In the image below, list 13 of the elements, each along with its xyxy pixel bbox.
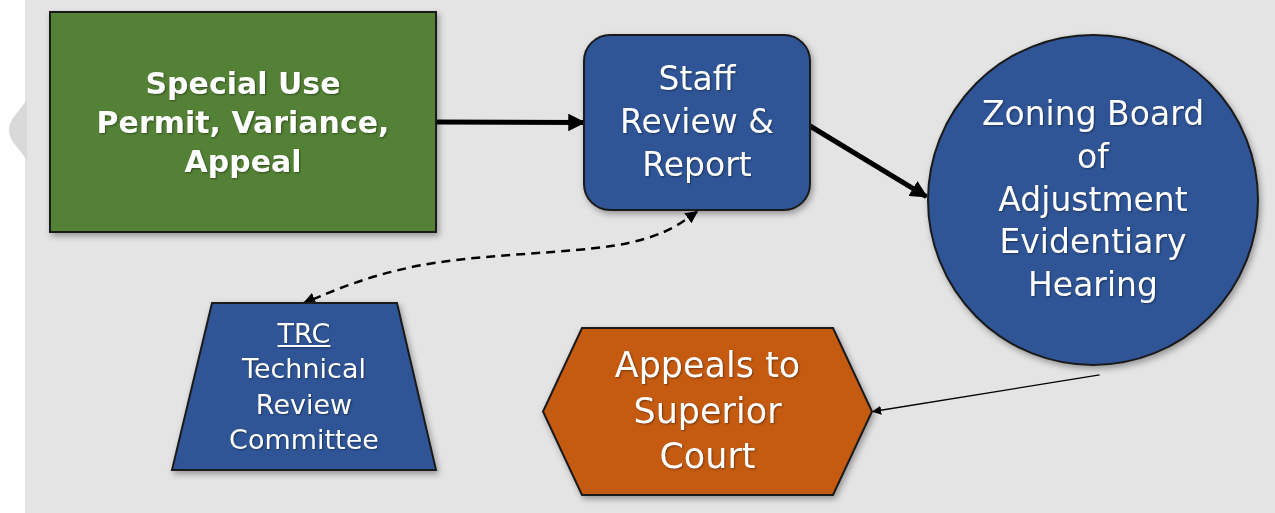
process-box <box>584 35 810 210</box>
decision-circle <box>928 35 1258 365</box>
process-box <box>50 12 436 232</box>
arrow <box>872 374 1101 415</box>
trapezoid-box <box>172 303 436 470</box>
node-text: Appeals to Superior Court <box>613 344 802 479</box>
heading-text: TRC <box>277 317 331 352</box>
hexagon-box <box>543 328 872 495</box>
dashed-arrow <box>302 210 698 305</box>
node-text: Technical Review Committee <box>228 352 380 457</box>
node-text: Staff Review & Report <box>619 58 775 186</box>
node-text: Special Use Permit, Variance, Appeal <box>95 64 391 181</box>
node-text: Zoning Board of Adjustment Evidentiary Hearing <box>980 92 1206 307</box>
